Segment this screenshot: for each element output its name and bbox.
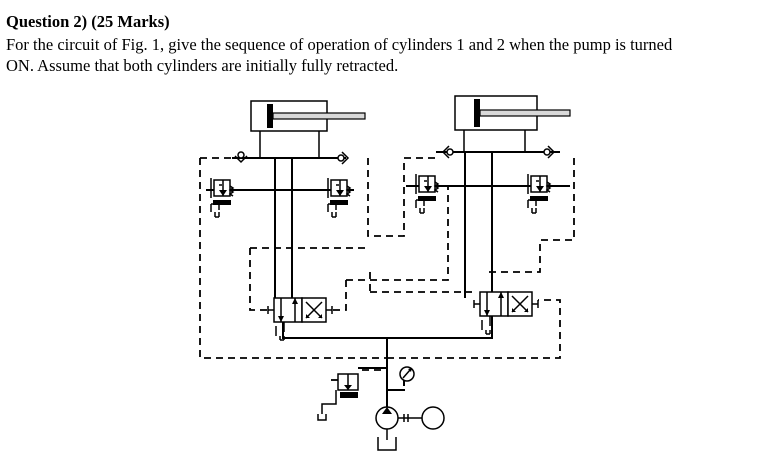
question-heading: Question 2) (25 Marks) <box>6 12 170 31</box>
question-line-2: ON. Assume that both cylinders are initi… <box>6 56 399 75</box>
cylinder-2 <box>454 95 571 152</box>
cylinder-1 <box>250 100 366 158</box>
question-line-1: For the circuit of Fig. 1, give the sequ… <box>6 35 673 54</box>
electric-motor <box>410 406 445 430</box>
sequence-valve-4 <box>527 145 555 214</box>
sequence-valve-2 <box>327 151 351 218</box>
supply-lines <box>282 316 493 412</box>
relief-valve <box>317 373 359 421</box>
question-text: For the circuit of Fig. 1, give the sequ… <box>6 34 768 76</box>
pilot-lines <box>199 157 575 371</box>
pressure-gauge <box>399 366 415 382</box>
pump <box>375 406 410 451</box>
sequence-valve-3 <box>415 145 454 214</box>
cylinder-2-lines <box>406 151 570 298</box>
directional-valve-1 <box>267 297 333 341</box>
sequence-valve-1 <box>210 151 248 218</box>
cylinder-1-lines <box>206 157 354 300</box>
directional-valve-2 <box>473 291 539 335</box>
